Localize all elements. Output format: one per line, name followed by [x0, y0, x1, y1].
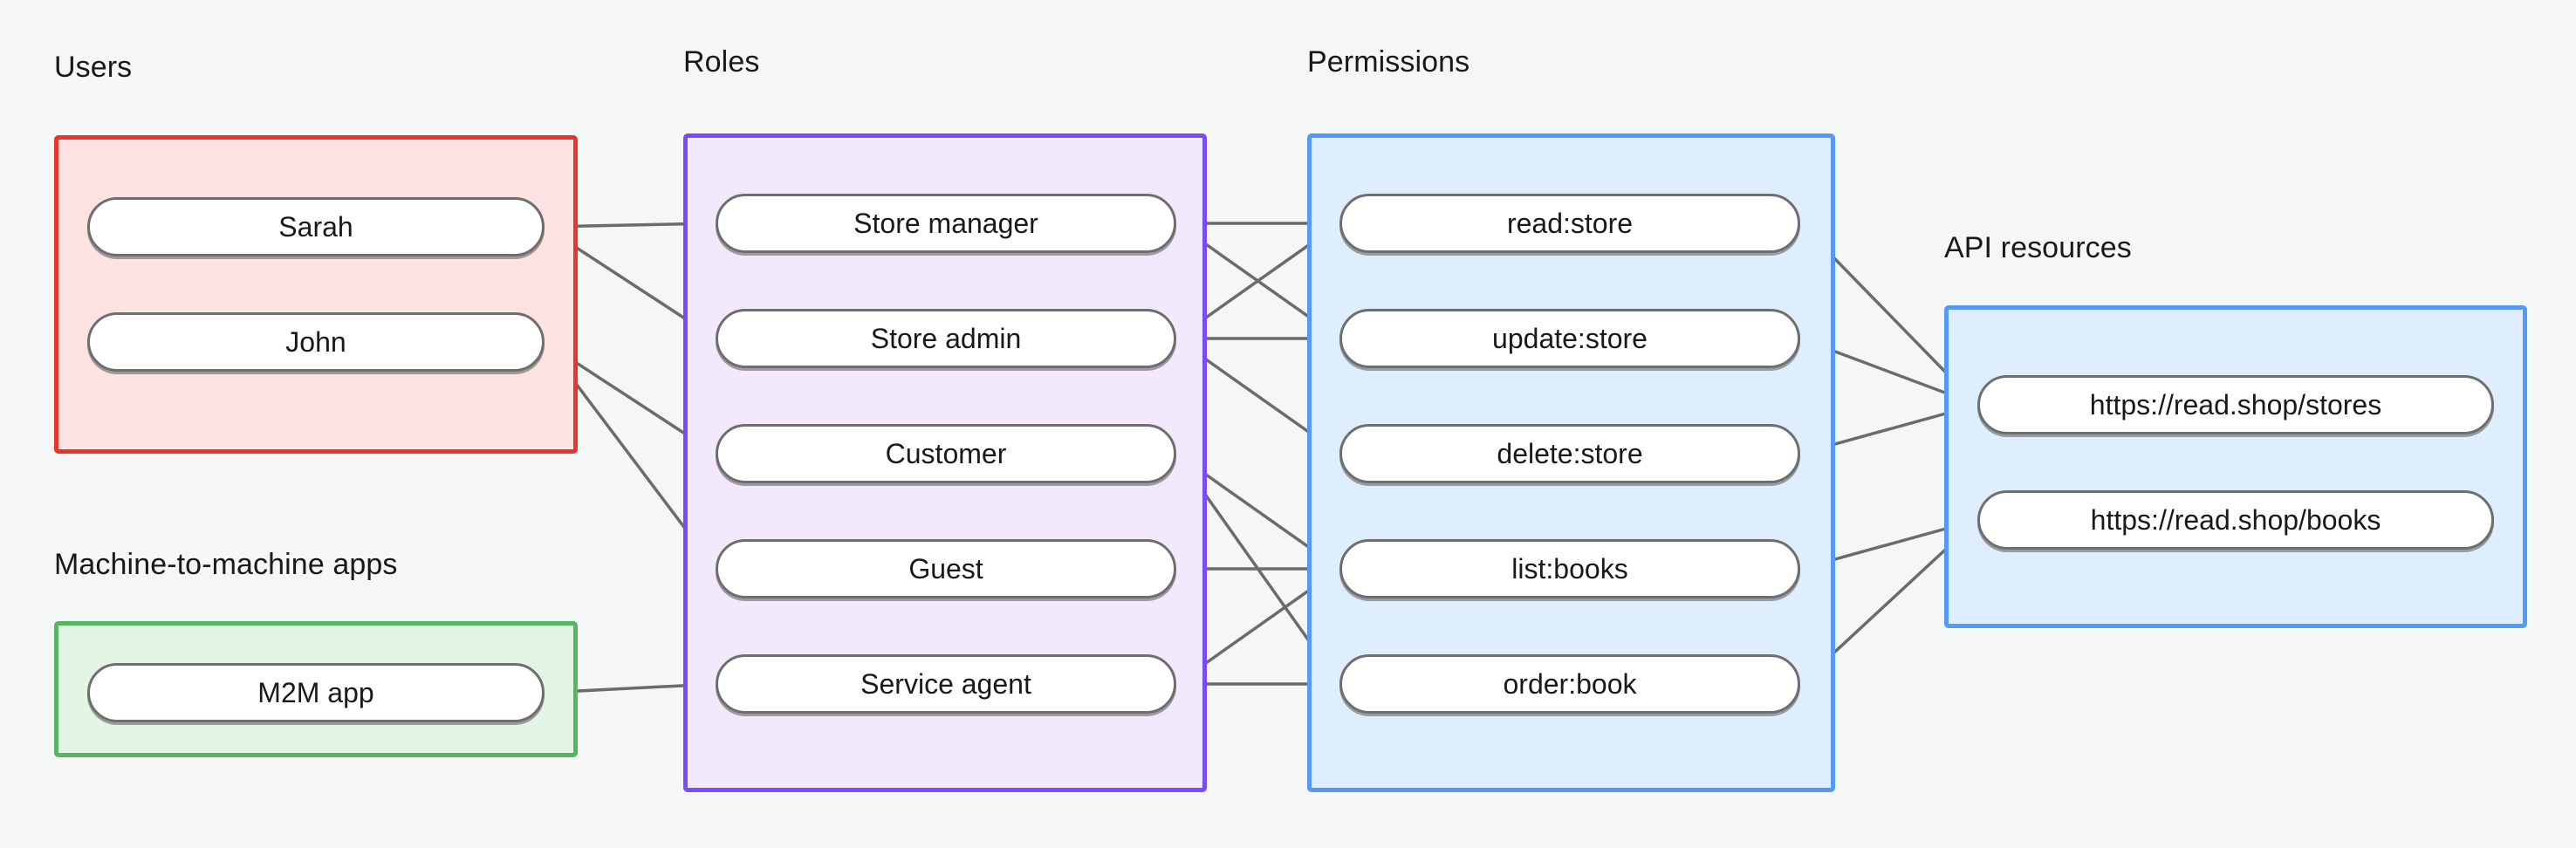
node-api-resource-stores[interactable]: https://read.shop/stores [1977, 375, 2494, 434]
node-role-store-manager[interactable]: Store manager [716, 194, 1176, 253]
node-user-sarah[interactable]: Sarah [87, 197, 545, 256]
node-permission-list-books[interactable]: list:books [1339, 539, 1800, 598]
group-box-users [54, 135, 578, 454]
group-label-roles: Roles [683, 45, 760, 79]
node-role-store-admin[interactable]: Store admin [716, 309, 1176, 368]
node-permission-update-store[interactable]: update:store [1339, 309, 1800, 368]
node-permission-delete-store[interactable]: delete:store [1339, 424, 1800, 483]
group-label-m2m: Machine-to-machine apps [54, 548, 398, 581]
node-user-john[interactable]: John [87, 312, 545, 372]
group-box-api-resources [1944, 305, 2527, 628]
node-api-resource-books[interactable]: https://read.shop/books [1977, 490, 2494, 550]
node-role-guest[interactable]: Guest [716, 539, 1176, 598]
group-label-users: Users [54, 51, 133, 84]
group-label-permissions: Permissions [1307, 45, 1470, 79]
node-role-service-agent[interactable]: Service agent [716, 654, 1176, 714]
node-role-customer[interactable]: Customer [716, 424, 1176, 483]
node-permission-order-book[interactable]: order:book [1339, 654, 1800, 714]
node-m2m-app[interactable]: M2M app [87, 663, 545, 722]
group-label-api-resources: API resources [1944, 231, 2132, 264]
node-permission-read-store[interactable]: read:store [1339, 194, 1800, 253]
